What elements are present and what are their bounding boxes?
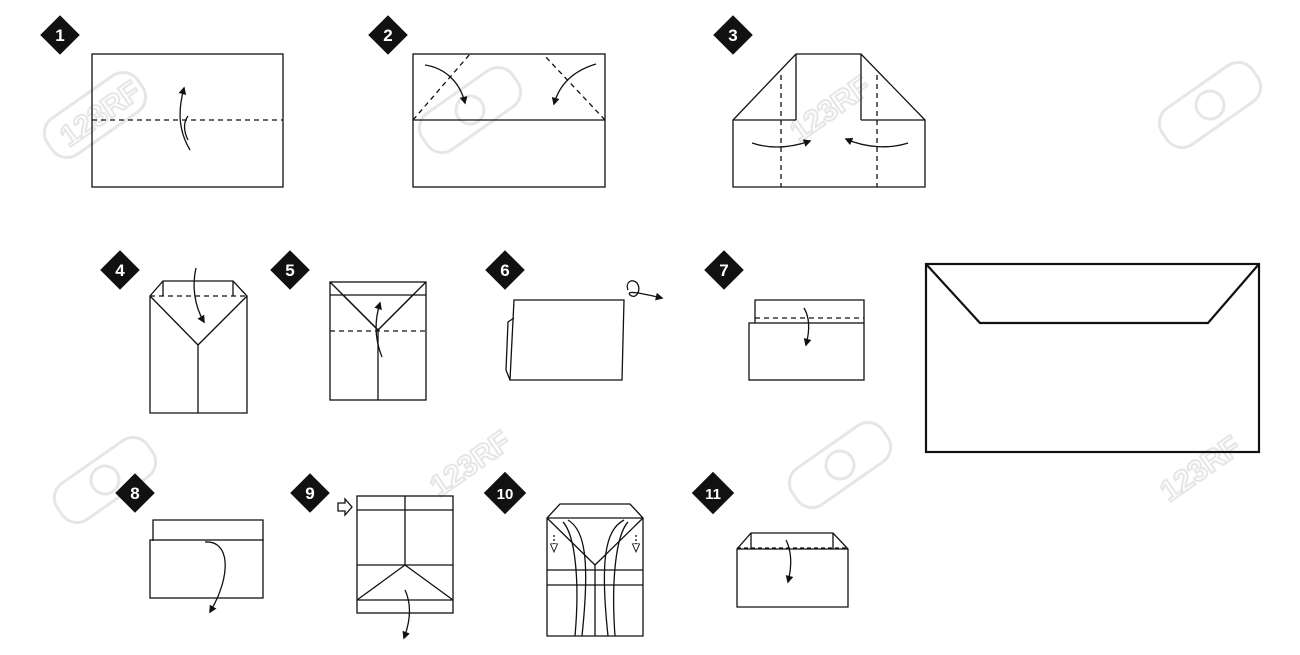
- watermark-logo: 123RF: [1153, 429, 1248, 510]
- step-number: 5: [285, 261, 294, 280]
- step-10: 10: [483, 471, 644, 637]
- fold-arrow: [844, 138, 909, 148]
- turn-over-icon: [626, 280, 664, 301]
- paper-back: [152, 519, 264, 541]
- watermark-logo: [417, 66, 523, 154]
- inner-fold-curve: [603, 519, 625, 637]
- fold-arrow: [803, 307, 812, 347]
- step-badge: 5: [270, 250, 310, 290]
- fold-arrow: [374, 301, 383, 358]
- fold-arrow: [193, 267, 205, 324]
- paper-shape: [736, 532, 849, 608]
- watermark-logo: 123RF: [783, 69, 878, 150]
- step-badge: 9: [290, 473, 330, 513]
- step-badge: 1: [40, 15, 80, 55]
- step-badge: 11: [691, 471, 735, 515]
- step-number: 9: [305, 484, 314, 503]
- step-7: 7: [704, 250, 865, 381]
- step-number: 4: [115, 261, 125, 280]
- watermark-layer: 123RF 123RF 123RF 123RF: [42, 61, 1263, 524]
- step-number: 2: [383, 26, 392, 45]
- step-badge: 2: [368, 15, 408, 55]
- svg-text:123RF: 123RF: [784, 70, 877, 149]
- flap-edge: [546, 517, 596, 566]
- step-number: 6: [500, 261, 509, 280]
- flap-edge: [342, 294, 379, 331]
- paper-back-edge: [505, 317, 515, 381]
- fold-arrow: [424, 64, 468, 105]
- step-badge: 3: [713, 15, 753, 55]
- paper-shape: [509, 299, 625, 381]
- step-2: 2: [368, 15, 606, 188]
- paper-sheet: [748, 322, 865, 381]
- step-number: 8: [130, 484, 139, 503]
- step-4: 4: [100, 250, 248, 414]
- inner-fold-curve: [562, 521, 578, 637]
- fold-line-dashed: [412, 53, 471, 121]
- step-number: 7: [719, 261, 728, 280]
- fold-arrow: [178, 86, 191, 151]
- flap-edge: [404, 564, 454, 601]
- step-8: 8: [115, 473, 264, 614]
- rotate-indicator-icon: [337, 497, 353, 517]
- watermark-logo: [1157, 61, 1263, 149]
- fold-line-dashed: [542, 53, 606, 121]
- step-number: 11: [705, 486, 721, 503]
- flap-edge: [377, 294, 414, 331]
- step-6: 6: [485, 250, 664, 381]
- step-badge: 8: [115, 473, 155, 513]
- fold-arrow: [402, 589, 411, 640]
- flap-edge: [149, 295, 199, 346]
- fold-arrow: [204, 541, 226, 614]
- watermark-logo: [52, 436, 158, 524]
- paper-sheet: [149, 539, 264, 599]
- step-number: 10: [497, 486, 514, 503]
- step-9: 9: [290, 473, 454, 640]
- flap-edge: [197, 295, 248, 346]
- svg-text:123RF: 123RF: [1154, 430, 1247, 509]
- step-5: 5: [270, 250, 427, 401]
- inner-fold-curve: [567, 519, 587, 637]
- flap-edge: [356, 564, 406, 601]
- step-badge: 6: [485, 250, 525, 290]
- step-3: 3: [713, 15, 926, 188]
- step-badge: 10: [483, 471, 527, 515]
- fold-arrow: [551, 63, 597, 106]
- inner-fold-curve: [613, 521, 629, 637]
- step-11: 11: [691, 471, 849, 608]
- step-badge: 7: [704, 250, 744, 290]
- fold-arrow: [785, 539, 794, 584]
- envelope-flap: [925, 263, 1260, 325]
- step-number: 3: [728, 26, 737, 45]
- fold-arrow: [751, 139, 812, 148]
- envelope-body: [924, 262, 1261, 454]
- finished-envelope: [924, 262, 1261, 454]
- watermark-logo: 123RF: [42, 71, 148, 159]
- fold-arrow-tail: [183, 115, 189, 141]
- paper-back: [754, 299, 865, 323]
- watermark-logo: [787, 421, 893, 509]
- step-number: 1: [55, 26, 64, 45]
- step-badge: 4: [100, 250, 140, 290]
